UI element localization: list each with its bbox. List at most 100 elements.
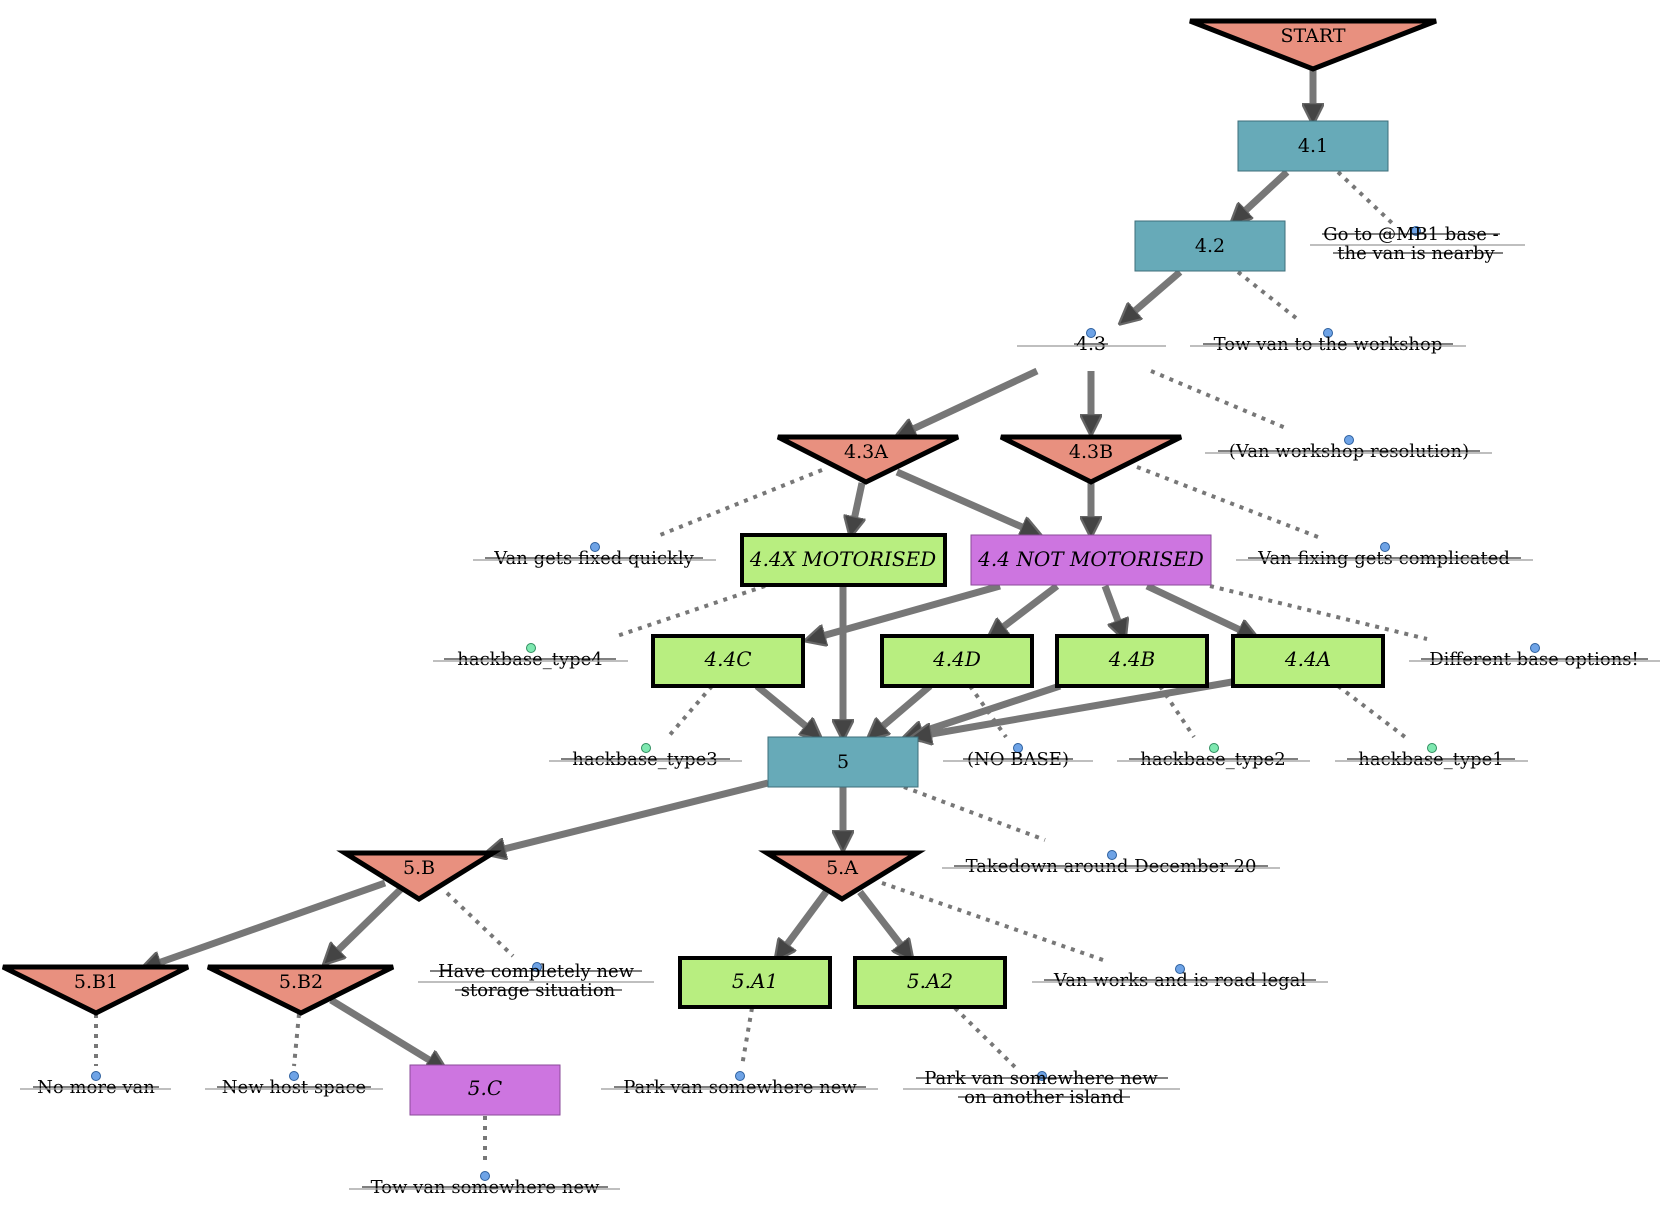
dot-44b-note — [1158, 684, 1196, 739]
node-5-c[interactable]: 5.C — [409, 1064, 561, 1116]
dot-5a2-note — [953, 1006, 1020, 1072]
note-dot — [1530, 643, 1540, 653]
node-5-b[interactable]: 5.B — [336, 850, 502, 902]
note-hackbase-type3[interactable]: hackbase_type3 — [549, 743, 742, 771]
node-5-b2[interactable]: 5.B2 — [206, 964, 395, 1016]
edge-43a-44x — [851, 482, 862, 534]
node-label: 4.2 — [1195, 235, 1225, 257]
decision-shape — [1, 964, 190, 1016]
node-4-4b[interactable]: 4.4B — [1055, 634, 1209, 688]
node-4-2[interactable]: 4.2 — [1134, 220, 1286, 272]
edges — [144, 70, 1313, 1069]
node-label: 5.A2 — [907, 969, 953, 993]
decision-shape — [1189, 18, 1437, 72]
note-hackbase-type2[interactable]: hackbase_type2 — [1117, 743, 1310, 771]
node-label: 4.3B — [1069, 441, 1113, 463]
node-label: 4.4 NOT MOTORISED — [977, 547, 1204, 571]
note-no-more-van[interactable]: No more van — [20, 1071, 171, 1099]
note-dot — [480, 1171, 490, 1181]
dot-44a-note — [1336, 684, 1407, 739]
node-4-4d[interactable]: 4.4D — [880, 634, 1034, 688]
option-box — [853, 956, 1007, 1009]
dot-41-note — [1336, 170, 1395, 226]
edge-5a-5a1 — [777, 889, 829, 958]
node-start[interactable]: START — [1189, 18, 1437, 72]
option-box — [1055, 634, 1209, 688]
node-4-4a[interactable]: 4.4A — [1231, 634, 1385, 688]
node-5-a1[interactable]: 5.A1 — [678, 956, 832, 1009]
note-fixing-complicated[interactable]: Van fixing gets complicated — [1236, 542, 1533, 570]
node-4-3[interactable]: 4.3 — [1017, 328, 1166, 356]
node-4-4-not-motorised[interactable]: 4.4 NOT MOTORISED — [970, 534, 1212, 586]
edge-43a-44nm — [895, 468, 1038, 534]
node-4-3b[interactable]: 4.3B — [999, 434, 1183, 485]
dot-43a-note — [659, 468, 823, 537]
group-box — [409, 1064, 561, 1116]
dot-44c-note — [666, 684, 714, 739]
dot-5b-note — [445, 891, 515, 958]
node-label: 4.4B — [1108, 647, 1156, 671]
note-tow-workshop[interactable]: Tow van to the workshop — [1190, 328, 1466, 356]
decision-shape — [999, 434, 1183, 485]
node-5-a2[interactable]: 5.A2 — [853, 956, 1007, 1009]
note-dot — [1427, 743, 1437, 753]
node-4-1[interactable]: 4.1 — [1237, 120, 1389, 172]
notes: Go to @MB1 base - the van is nearby Tow … — [20, 224, 1660, 1198]
decision-shape — [758, 850, 926, 902]
group-box — [970, 534, 1212, 586]
note-dot — [289, 1071, 299, 1081]
edge-5a-5a2 — [857, 889, 911, 958]
dot-5-note — [903, 785, 1046, 842]
node-label: 5.A — [826, 857, 858, 879]
note-dot — [1411, 226, 1421, 236]
note-new-storage[interactable]: Have completely new storage situation — [418, 961, 654, 1001]
note-mb1-base[interactable]: Go to @MB1 base - the van is nearby — [1310, 224, 1525, 264]
edge-43-43a — [898, 367, 1039, 436]
note-dot — [91, 1071, 101, 1081]
note-road-legal[interactable]: Van works and is road legal — [1032, 964, 1328, 992]
note-dot — [1175, 964, 1185, 974]
note-dot — [1323, 328, 1333, 338]
note-tow-somewhere-new[interactable]: Tow van somewhere new — [349, 1171, 620, 1199]
note-workshop-resolution[interactable]: (Van workshop resolution) — [1205, 435, 1492, 463]
note-new-host-space[interactable]: New host space — [205, 1071, 383, 1099]
note-takedown[interactable]: Takedown around December 20 — [942, 850, 1280, 878]
node-4-3a[interactable]: 4.3A — [776, 434, 960, 485]
node-label: 4.4C — [703, 647, 751, 671]
option-box — [678, 956, 832, 1009]
process-box — [1134, 220, 1286, 272]
node-4-4x-motorised[interactable]: 4.4X MOTORISED — [740, 533, 947, 587]
node-4-4c[interactable]: 4.4C — [651, 634, 805, 688]
edge-5b-5b1 — [144, 879, 387, 968]
node-5-b1[interactable]: 5.B1 — [1, 964, 190, 1016]
node-label: 5 — [837, 751, 849, 773]
edge-44nm-44d — [990, 583, 1060, 637]
note-dot — [735, 1071, 745, 1081]
node-5[interactable]: 5 — [767, 736, 919, 788]
option-box — [740, 533, 947, 587]
note-fixed-quickly[interactable]: Van gets fixed quickly — [473, 542, 716, 570]
note-park-new[interactable]: Park van somewhere new — [601, 1071, 878, 1099]
node-5-a[interactable]: 5.A — [758, 850, 926, 902]
node-label: 4.1 — [1298, 135, 1328, 157]
note-hackbase-type4[interactable]: hackbase_type4 — [433, 643, 628, 671]
node-label: 5.B1 — [74, 971, 118, 993]
dot-42-note — [1236, 270, 1298, 320]
note-park-island[interactable]: Park van somewhere new on another island — [903, 1068, 1180, 1108]
node-label: 4.3A — [844, 441, 888, 463]
note-hackbase-type1[interactable]: hackbase_type1 — [1335, 743, 1528, 771]
decision-shape — [776, 434, 960, 485]
edge-44c-5 — [754, 683, 819, 737]
note-no-base[interactable]: (NO BASE) — [943, 743, 1093, 771]
nodes: START 4.3A 4.3B 5.B 5.A 5.B1 5.B2 — [1, 18, 1437, 1116]
node-label: 5.B2 — [279, 971, 323, 993]
dot-44nm-note — [1209, 584, 1428, 641]
note-different-base[interactable]: Different base options! — [1409, 643, 1660, 671]
note-dot — [1344, 435, 1354, 445]
process-box — [767, 736, 919, 788]
option-box — [1231, 634, 1385, 688]
dot-5b2-note — [292, 1013, 301, 1067]
edge-5b-5b2 — [326, 885, 405, 962]
process-box — [1237, 120, 1389, 172]
